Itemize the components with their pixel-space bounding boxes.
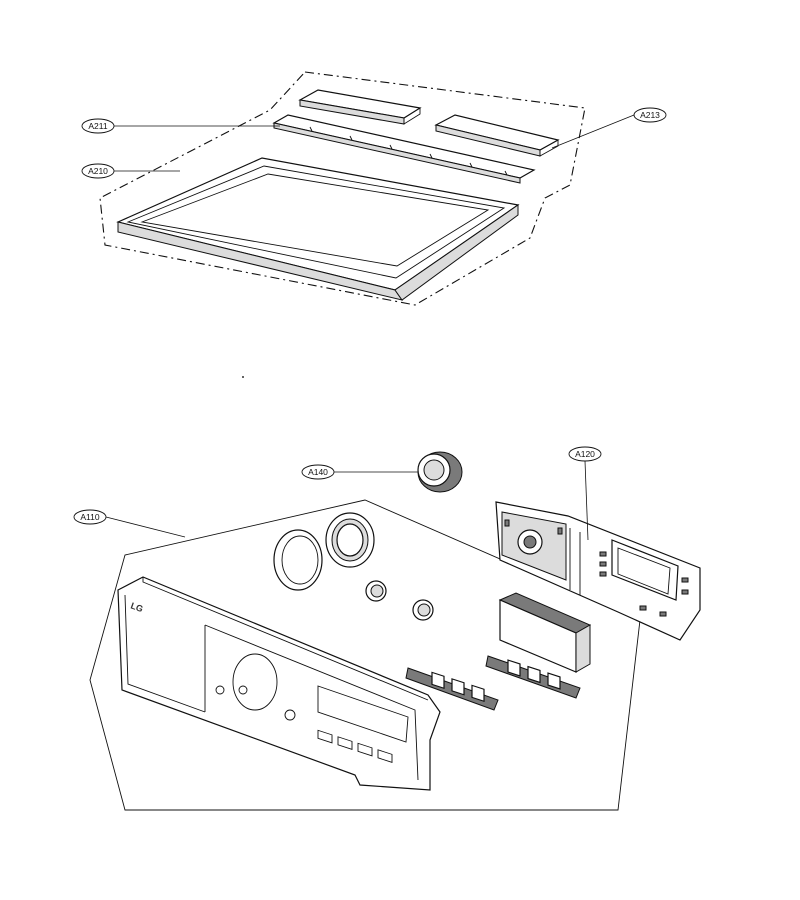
top-bracket-left <box>298 89 422 125</box>
callout-a210-label: A210 <box>88 166 108 176</box>
callout-a210: A210 <box>81 163 180 179</box>
top-group-boundary <box>99 71 586 306</box>
main-knob <box>417 451 463 493</box>
small-knob-2 <box>412 599 434 621</box>
button-strip-right <box>485 655 581 699</box>
control-pcb <box>495 501 701 641</box>
top-lid-frame <box>116 157 520 301</box>
dial-ring-right <box>325 512 375 568</box>
callout-a211: A211 <box>81 118 280 134</box>
top-bracket-right <box>434 114 560 157</box>
callout-a120-label: A120 <box>575 449 595 459</box>
callout-a211-label: A211 <box>88 121 107 131</box>
callout-a110-label: A110 <box>80 512 99 522</box>
panel-logo: LG <box>129 600 144 614</box>
dial-ring-left <box>273 529 323 591</box>
callout-a110: A110 <box>73 509 186 538</box>
callout-a213: A213 <box>551 107 667 149</box>
stray-mark <box>242 376 244 378</box>
control-panel-group: LG <box>73 446 701 811</box>
button-strip-left <box>405 667 499 711</box>
callout-a120: A120 <box>568 446 602 541</box>
top-rail <box>272 114 536 184</box>
display-lens <box>498 592 592 673</box>
small-knob-1 <box>365 580 387 602</box>
callout-a140-label: A140 <box>308 467 328 477</box>
callout-a213-label: A213 <box>640 110 660 120</box>
top-cover-group: A211 A210 A213 <box>81 71 667 306</box>
control-panel-fascia: LG <box>117 576 441 791</box>
callout-a140: A140 <box>301 464 418 480</box>
